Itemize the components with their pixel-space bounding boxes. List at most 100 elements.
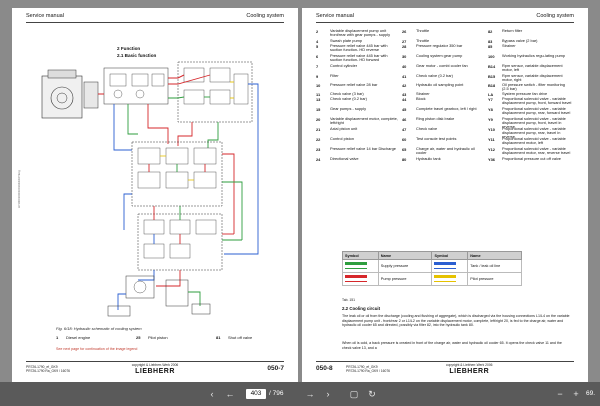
legend-text: Pressure relief valve 28 bar [330, 82, 378, 87]
legend-text: Pressure relief valve 445 bar with sucti… [330, 43, 388, 53]
legend-num: 41 [402, 74, 407, 79]
legend-text: Directional valve [330, 156, 359, 161]
legend-text: Rpm sensor, variable displacement motor,… [502, 73, 563, 83]
first-page-icon[interactable]: ← [225, 389, 235, 399]
legend-num: 40 [402, 64, 407, 69]
legend-num: 47 [402, 127, 407, 132]
page-left: Service manual Cooling system 2 Function… [12, 8, 298, 382]
legend-text: Proportional solenoid valve - variable d… [502, 126, 566, 140]
legend-num: Y7 [488, 97, 493, 102]
zoom-in-icon[interactable]: + [573, 389, 579, 399]
tank-line [434, 262, 457, 265]
legend-num: 28 [402, 44, 407, 49]
page-number-input[interactable]: 403 [246, 389, 266, 399]
legend-num: Y11 [488, 137, 495, 142]
legend-row: 20 Variable displacement motor, complete,… [316, 116, 574, 129]
legend-row: 2 Variable displacement pump unit front/r… [316, 28, 574, 39]
page-number: 050-7 [267, 365, 284, 372]
legend-num: Y36 [488, 157, 495, 162]
symbol-name: Supply pressure [377, 259, 433, 273]
legend-num: 44 [402, 97, 407, 102]
legend-text: Rpm sensor, variable displacement motor,… [502, 63, 563, 73]
line-underscore [345, 267, 367, 269]
rotate-icon[interactable]: ↻ [368, 389, 376, 399]
zoom-out-icon[interactable]: − [557, 389, 563, 399]
legend-text: Throttle [416, 38, 430, 43]
legend-text: Charge air, water and hydraulic oil cool… [416, 146, 475, 156]
legend-text: Proportional solenoid valve - variable d… [502, 136, 566, 146]
legend-num: 65 [402, 147, 407, 152]
fit-page-icon[interactable]: ▢ [349, 389, 359, 399]
legend-cell: 65 Charge air, water and hydraulic oil co… [402, 146, 488, 157]
zoom-level[interactable]: 69. [586, 390, 596, 397]
legend-text: System pressure fan drive [502, 91, 548, 96]
legend-text: Variable displacement pump unit front/re… [330, 28, 391, 38]
legend-text: Variable displacement motor, complete, l… [330, 116, 398, 126]
legend-text: Shut off valve [228, 335, 253, 340]
page-number: 050-8 [316, 365, 333, 372]
legend-num: 11 [316, 92, 321, 97]
legend-num: 82 [488, 29, 493, 34]
legend-cell: Y11 Proportional solenoid valve - variabl… [488, 136, 574, 147]
legend-num: 7 [316, 64, 319, 69]
legend-text: Return filter [502, 28, 523, 33]
legend-text: Strainer [416, 91, 430, 96]
next-page-icon[interactable]: → [305, 389, 315, 399]
page-footer: 050-8 PR726-1790_ef_GK9 PR726-1790 Ra_GK… [316, 361, 574, 377]
legend-num: 20 [316, 117, 321, 122]
legend-num: 21 [316, 127, 321, 132]
legend-num: 4 [316, 39, 319, 44]
legend-text: Complete travel gearbox, left / right [416, 106, 477, 111]
legend-num: B18 [488, 83, 496, 88]
legend-text: Test console test points [416, 136, 457, 141]
footer-copyright: copyright & Liebherr-Werk 2006 [131, 363, 179, 367]
legend-text: Pressure relief valve 445 bar with sucti… [330, 53, 388, 63]
legend-num: 1 [56, 335, 59, 340]
previous-page-icon[interactable]: ‹ [210, 389, 214, 399]
legend-text: Axial piston unit [330, 126, 358, 131]
legend-cell: LA System pressure fan drive [488, 91, 574, 97]
legend-num: 2 [316, 29, 319, 34]
legend-text: Hydraulic oil sampling point [416, 82, 464, 87]
column-header: Name [467, 251, 522, 260]
legend-num: 22 [316, 137, 321, 142]
legend-num: LA [488, 92, 494, 97]
legend-num: Y9 [488, 117, 493, 122]
last-page-icon[interactable]: › [326, 389, 330, 399]
line-symbol [342, 272, 379, 286]
symbol-name: Pilot pressure [467, 272, 522, 286]
pilot-pressure-line [434, 275, 457, 278]
header-left: Service manual [316, 13, 354, 19]
header-left: Service manual [26, 13, 64, 19]
footer-code: PR726-1790_ef_GK9 PR726-1790 Ra_GK9 / 16… [346, 365, 390, 374]
symbol-name: Pump pressure [377, 272, 433, 286]
symbol-name: Tank / leak oil line [467, 259, 522, 273]
footer-brand-block: copyright & Liebherr-Werk 2006 LIEBHERR [446, 363, 493, 376]
legend-num: 85 [488, 44, 493, 49]
legend-cell: B15 Rpm sensor, variable displacement mot… [488, 73, 574, 83]
legend-num: B15 [488, 74, 496, 79]
figure-legend: 1 Diesel engine 25 Pilot piston 81 Shut … [56, 335, 286, 340]
